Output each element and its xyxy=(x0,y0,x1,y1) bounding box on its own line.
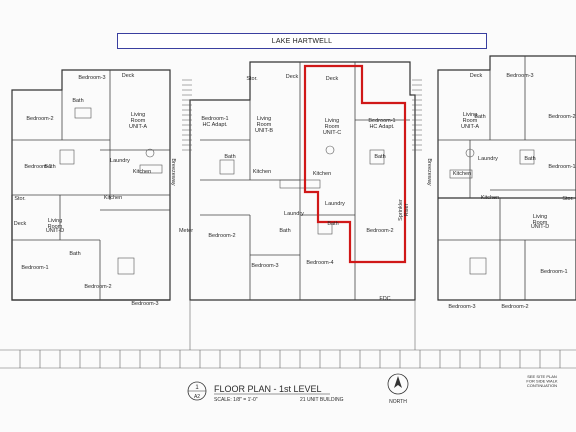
unit-label-d: UNIT-D xyxy=(46,228,64,234)
fixture-sink-3 xyxy=(465,148,475,158)
fixture-kitchen-1 xyxy=(139,164,163,174)
fixture-kitchen-2 xyxy=(279,179,321,189)
label-bath-4: Bath xyxy=(224,154,235,160)
stair-left xyxy=(182,79,192,151)
label-fdc: FDC xyxy=(379,296,390,302)
label-kitchen-2: Kitchen xyxy=(104,195,122,201)
fixture-bath-3 xyxy=(117,257,135,275)
label-bedroom3-1: Bedroom-3 xyxy=(78,75,105,81)
label-bath-3: Bath xyxy=(69,251,80,257)
fixture-bath-6 xyxy=(369,149,385,165)
label-deck-5: Deck xyxy=(14,221,27,227)
label-bath-2: Bath xyxy=(44,164,55,170)
plan-scale: SCALE: 1/8" = 1'-0" xyxy=(214,397,258,403)
detail-sheet: A2 xyxy=(194,394,200,400)
label-laundry-1: Laundry xyxy=(110,158,130,164)
highlighted-unit-outline xyxy=(303,64,407,264)
unit-label-c: UNIT-C xyxy=(323,130,341,136)
north-arrow xyxy=(387,373,409,395)
label-bedroom2-1: Bedroom-2 xyxy=(26,116,53,122)
fixture-kitchen-3 xyxy=(449,169,473,179)
unit-label-d-right: UNIT-D xyxy=(531,224,549,230)
label-bedroom4: Bedroom-4 xyxy=(306,260,333,266)
label-kitchen-5: Kitchen xyxy=(453,171,471,177)
north-arrow-pointer xyxy=(394,376,402,388)
label-bedroom1-4: Bedroom-1 xyxy=(540,269,567,275)
label-breezeway-right: Breezeway xyxy=(426,158,432,185)
stair-right xyxy=(412,79,422,151)
fixture-sink-2 xyxy=(325,145,335,155)
unit-label-a: UNIT-A xyxy=(129,124,147,130)
label-bedroom2-6: Bedroom-2 xyxy=(501,304,528,310)
label-stor-3: Stor. xyxy=(562,196,574,202)
label-bedroom2-5: Bedroom-2 xyxy=(548,114,575,120)
label-kitchen-3: Kitchen xyxy=(253,169,271,175)
label-sprinkler: SprinklerRiser xyxy=(398,199,410,221)
interior-walls-left xyxy=(12,70,170,300)
label-bedroom1-3: Bedroom-1 xyxy=(548,164,575,170)
detail-number: 1 xyxy=(195,385,199,391)
label-bath-1: Bath xyxy=(72,98,83,104)
plan-title: FLOOR PLAN - 1st LEVEL xyxy=(214,384,322,394)
label-stor-1: Stor. xyxy=(14,196,26,202)
label-deck-2: Deck xyxy=(286,74,299,80)
label-bath-5: Bath xyxy=(279,228,290,234)
project-title-banner: LAKE HARTWELL xyxy=(117,33,487,49)
unit-label-b: UNIT-B xyxy=(255,128,273,134)
label-bedroom2-4: Bedroom-2 xyxy=(366,228,393,234)
label-bath-9: Bath xyxy=(524,156,535,162)
label-deck-4: Deck xyxy=(470,73,483,79)
fixture-sink-1 xyxy=(145,148,155,158)
fixture-bath-2 xyxy=(59,149,75,165)
center-walk-lines xyxy=(189,300,416,350)
label-bedroom3-3: Bedroom-3 xyxy=(251,263,278,269)
label-laundry-3: Laundry xyxy=(325,201,345,207)
label-laundry-2: Laundry xyxy=(284,211,304,217)
sidewalk-joints xyxy=(19,350,561,368)
fixture-bath-7 xyxy=(469,257,487,275)
title-block: 1 A2 FLOOR PLAN - 1st LEVEL SCALE: 1/8" … xyxy=(187,373,558,405)
label-breezeway-left: Breezeway xyxy=(170,158,176,185)
label-bedroom2-3: Bedroom-2 xyxy=(208,233,235,239)
label-bedroom1-1: Bedroom-1 xyxy=(24,164,51,170)
fixture-bath-1 xyxy=(74,107,92,119)
plan-subtitle: 21 UNIT BUILDING xyxy=(300,397,344,403)
sidewalk-outline xyxy=(0,349,576,369)
label-deck-1: Deck xyxy=(122,73,135,79)
label-laundry-4: Laundry xyxy=(478,156,498,162)
label-kitchen-4: Kitchen xyxy=(313,171,331,177)
label-bedroom2-2: Bedroom-2 xyxy=(84,284,111,290)
label-bedroom3-4: Bedroom-3 xyxy=(506,73,533,79)
label-bedroom1-2: Bedroom-1 xyxy=(21,265,48,271)
interior-walls-right xyxy=(438,56,576,300)
north-label: NORTH xyxy=(389,399,407,405)
label-bath-6: Bath xyxy=(327,221,338,227)
fixture-bath-4 xyxy=(219,159,235,175)
label-bath-8: Bath xyxy=(474,114,485,120)
label-bedroom3-2: Bedroom-3 xyxy=(131,301,158,307)
label-kitchen-1: Kitchen xyxy=(133,169,151,175)
label-kitchen-6: Kitchen xyxy=(481,195,499,201)
left-lower-outline xyxy=(11,195,170,301)
label-deck-3: Deck xyxy=(326,76,339,82)
unit-label-a-right: UNIT-A xyxy=(461,124,479,130)
label-bedroom3-5: Bedroom-3 xyxy=(448,304,475,310)
label-stor-2: Stor. xyxy=(246,76,258,82)
label-bath-7: Bath xyxy=(374,154,385,160)
center-building-outline xyxy=(189,61,416,301)
label-meter: Meter xyxy=(179,228,193,234)
interior-walls-center xyxy=(200,62,410,300)
fixture-bath-8 xyxy=(519,149,535,165)
